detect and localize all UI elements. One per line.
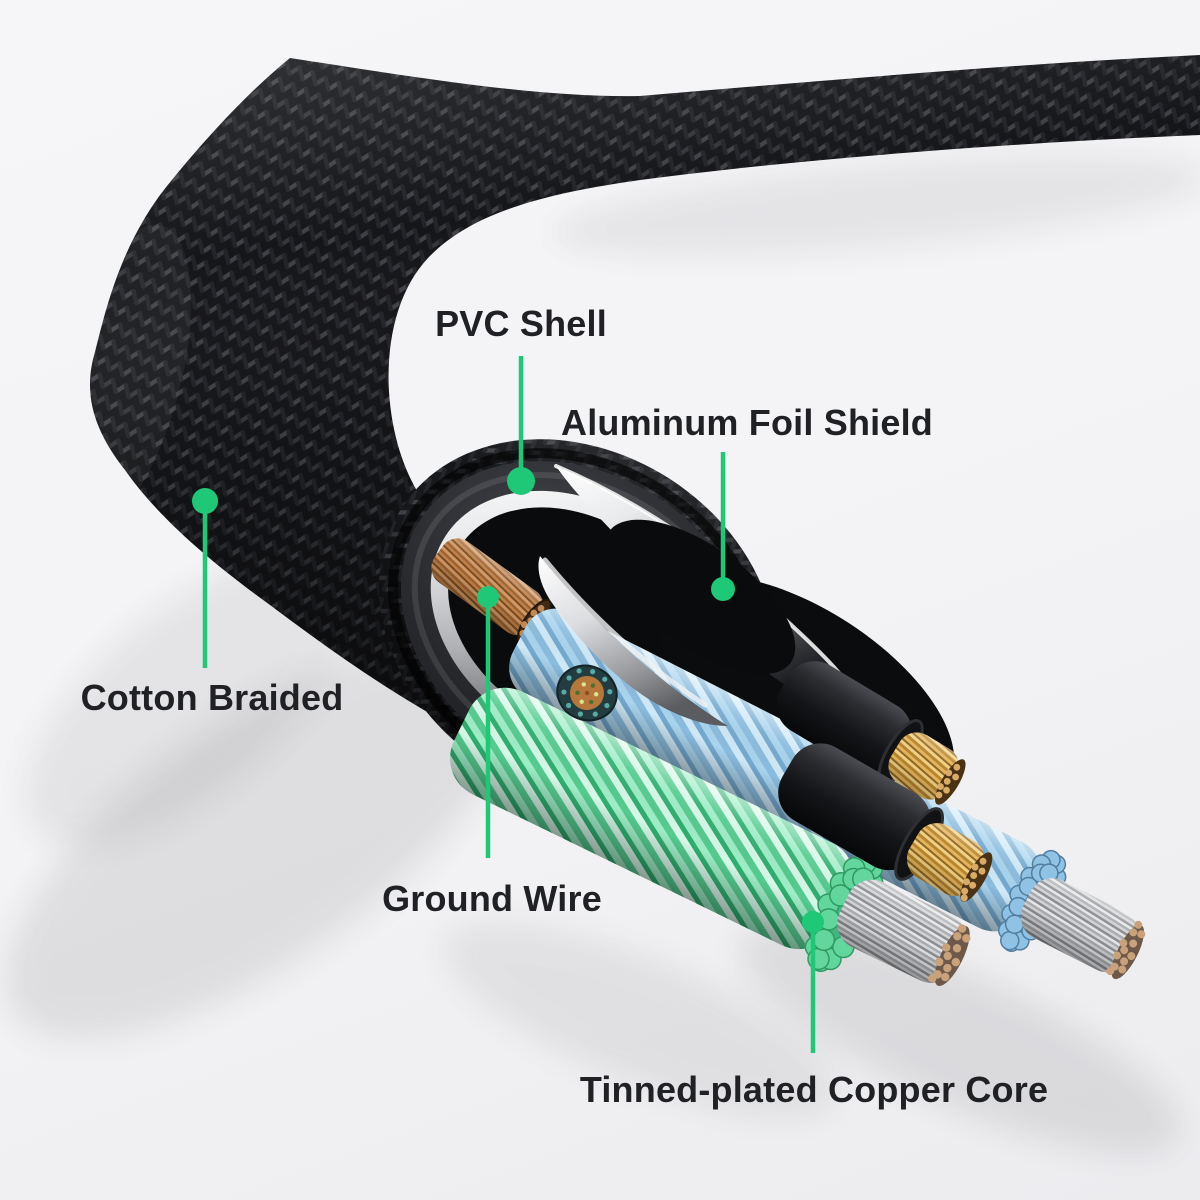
shield-speckles <box>561 668 613 717</box>
black-wire-1 <box>776 661 966 805</box>
label-pvc-shell: PVC Shell <box>435 304 607 344</box>
label-cotton-braided-text: Cotton Braided <box>80 677 344 718</box>
black-wire-2-copper-core <box>906 823 993 902</box>
label-tinned-plated-copper-core: Tinned-plated Copper Core <box>580 1070 1048 1110</box>
label-pvc-shell-text: PVC Shell <box>435 303 607 344</box>
blue-core-strand-ends <box>1106 920 1146 976</box>
label-cotton-braided: Cotton Braided <box>81 678 344 718</box>
callout-dot-cotton-braided <box>192 488 218 514</box>
label-aluminum-foil-shield-text: Aluminum Foil Shield <box>561 402 933 443</box>
blue-wire-strand-bumps <box>997 849 1067 952</box>
shielded-pair-wire <box>556 664 618 722</box>
black-wire-1-copper-core <box>888 732 966 805</box>
blue-wire-tinned-core <box>1020 878 1146 980</box>
label-aluminum-foil-shield: Aluminum Foil Shield <box>561 403 933 443</box>
callout-cotton-braided <box>192 488 218 668</box>
callout-tinned-plated-copper-core <box>802 911 824 1053</box>
cotton-braided-sleeve <box>48 55 1200 745</box>
black-wire-2 <box>778 743 993 902</box>
callout-dot-tinned-plated-copper-core <box>802 911 824 933</box>
callout-pvc-shell <box>507 356 535 495</box>
callout-dot-ground-wire <box>477 586 499 608</box>
pair-core-speckles <box>575 682 599 705</box>
callout-aluminum-foil-shield <box>711 452 735 601</box>
callout-dot-aluminum-foil-shield <box>711 577 735 601</box>
callout-dot-pvc-shell <box>507 467 535 495</box>
callout-ground-wire <box>477 586 499 858</box>
label-ground-wire-text: Ground Wire <box>382 878 602 919</box>
green-core-strand-ends <box>928 924 971 983</box>
label-tinned-plated-copper-core-text: Tinned-plated Copper Core <box>579 1069 1049 1110</box>
label-ground-wire: Ground Wire <box>382 879 602 919</box>
black-wire-1-strand-ends <box>935 763 961 799</box>
aluminum-foil-shield-layer <box>538 464 857 726</box>
soft-shadows <box>4 154 1200 1155</box>
black-wire-2-strand-ends <box>960 857 987 902</box>
green-wire-tinned-core <box>837 879 971 986</box>
callout-overlay <box>192 356 824 1053</box>
green-wire <box>450 687 971 986</box>
foil-curl-void <box>604 519 796 675</box>
